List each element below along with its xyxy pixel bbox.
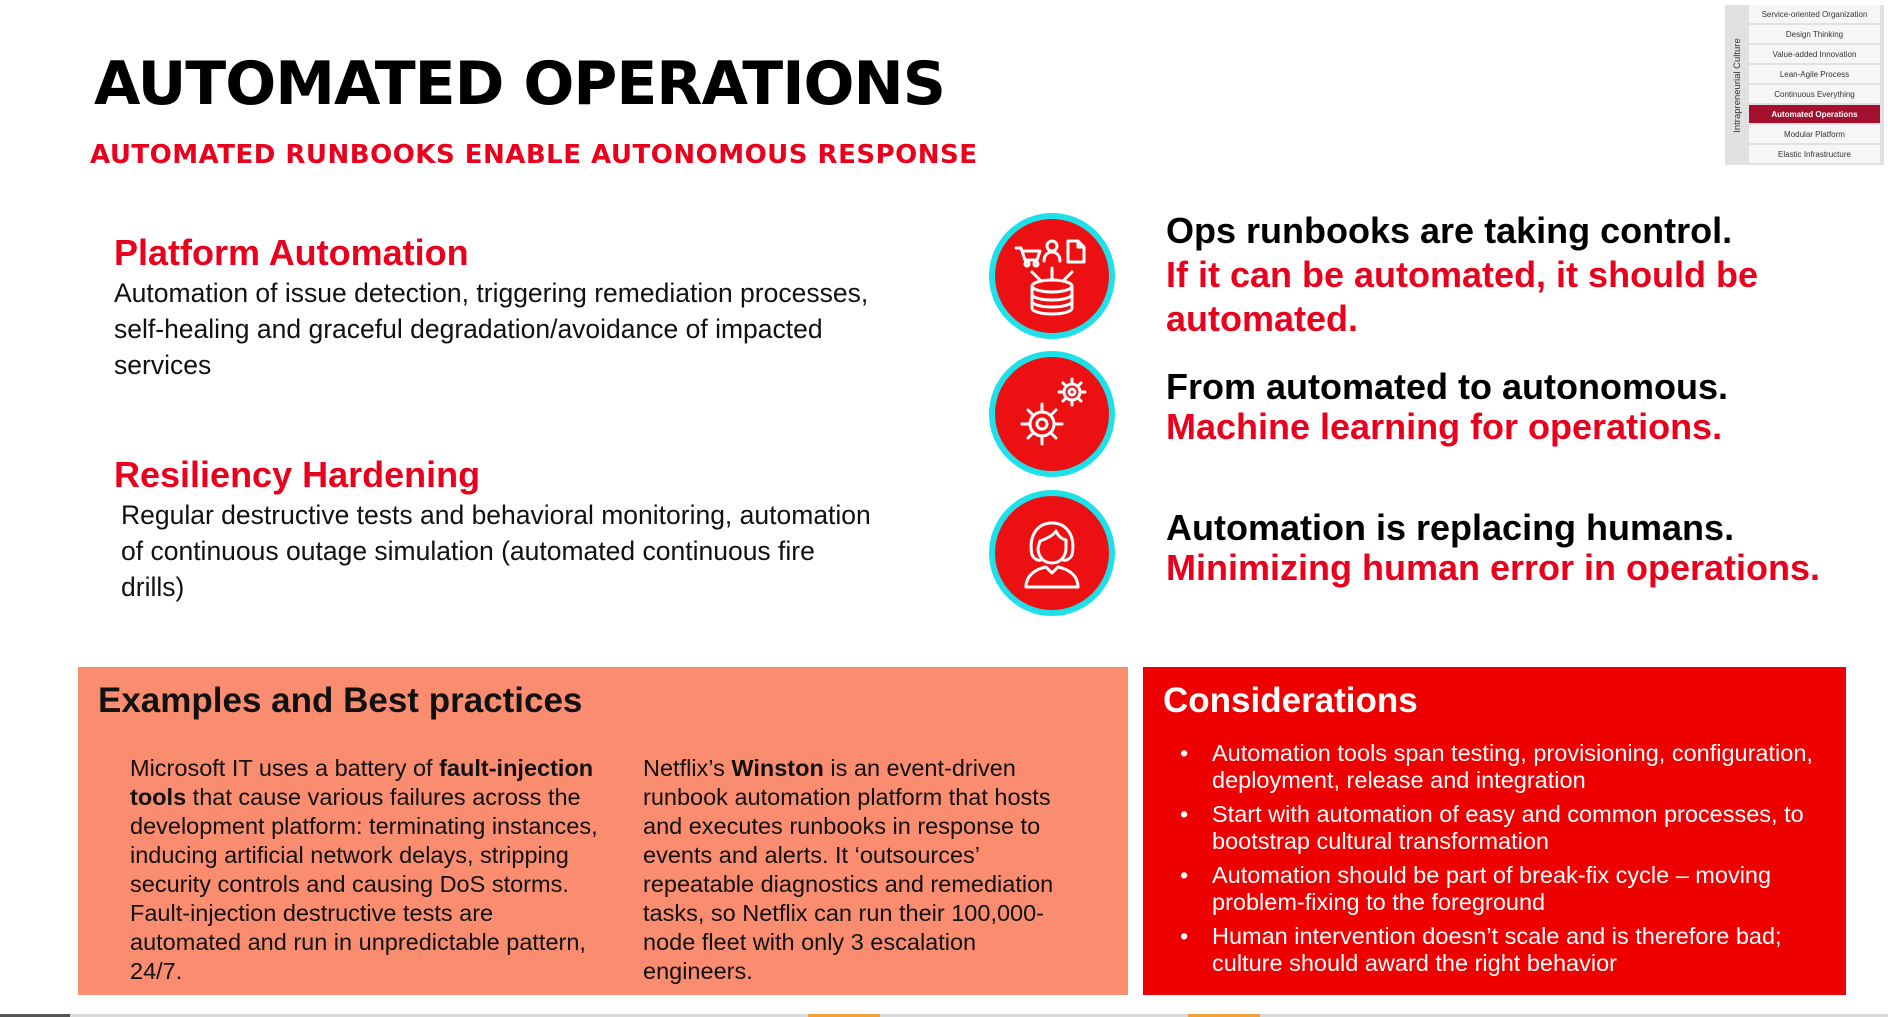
example-netflix-pre: Netflix’s	[643, 755, 732, 781]
page-subtitle: AUTOMATED RUNBOOKS ENABLE AUTONOMOUS RES…	[90, 140, 978, 170]
statement-humans: Automation is replacing humans. Minimizi…	[1166, 508, 1886, 588]
resiliency-hardening-heading: Resiliency Hardening	[114, 454, 481, 495]
mini-nav-item-continuous-everything[interactable]: Continuous Everything	[1749, 85, 1880, 103]
mini-nav-item-modular-platform[interactable]: Modular Platform	[1749, 125, 1880, 143]
mini-nav-item-service-oriented-organization[interactable]: Service-oriented Organization	[1749, 5, 1880, 23]
bottom-divider	[0, 1014, 1888, 1017]
mini-nav-item-value-added-innovation[interactable]: Value-added Innovation	[1749, 45, 1880, 63]
mini-nav-list: Service-oriented Organization Design Thi…	[1749, 5, 1880, 165]
list-item: Automation should be part of break-fix c…	[1178, 862, 1828, 916]
considerations-list: Automation tools span testing, provision…	[1178, 740, 1828, 984]
resiliency-hardening-text: Regular destructive tests and behavioral…	[121, 500, 871, 602]
example-microsoft-post: that cause various failures across the d…	[130, 784, 598, 984]
platform-automation-text: Automation of issue detection, triggerin…	[114, 278, 869, 380]
statement-humans-headline: Automation is replacing humans.	[1166, 507, 1735, 548]
statement-autonomous-subline: Machine learning for operations.	[1166, 406, 1723, 447]
statement-autonomous: From automated to autonomous. Machine le…	[1166, 367, 1866, 447]
example-microsoft: Microsoft IT uses a battery of fault-inj…	[130, 754, 600, 986]
bottom-divider-segment	[1188, 1014, 1260, 1017]
mini-nav-category: Intrapreneurial Culture	[1725, 5, 1749, 165]
mini-nav-item-elastic-infrastructure[interactable]: Elastic Infrastructure	[1749, 145, 1880, 163]
list-item: Automation tools span testing, provision…	[1178, 740, 1828, 794]
example-netflix: Netflix’s Winston is an event-driven run…	[643, 754, 1088, 986]
mini-nav-item-design-thinking[interactable]: Design Thinking	[1749, 25, 1880, 43]
page-title: AUTOMATED OPERATIONS	[94, 49, 946, 119]
statement-runbooks-headline: Ops runbooks are taking control.	[1166, 210, 1733, 251]
mini-nav-item-automated-operations[interactable]: Automated Operations	[1749, 105, 1880, 123]
example-netflix-post: is an event-driven runbook automation pl…	[643, 755, 1054, 984]
platform-automation-heading: Platform Automation	[114, 232, 469, 273]
bottom-divider-segment	[808, 1014, 880, 1017]
statement-autonomous-headline: From automated to autonomous.	[1166, 366, 1728, 407]
example-microsoft-pre: Microsoft IT uses a battery of	[130, 755, 440, 781]
data-automation-icon	[989, 213, 1115, 339]
list-item: Human intervention doesn’t scale and is …	[1178, 923, 1828, 977]
examples-title: Examples and Best practices	[98, 681, 583, 720]
mini-nav-item-lean-agile-process[interactable]: Lean-Agile Process	[1749, 65, 1880, 83]
list-item: Start with automation of easy and common…	[1178, 801, 1828, 855]
example-netflix-bold: Winston	[731, 755, 824, 781]
examples-panel	[78, 667, 1128, 995]
considerations-title: Considerations	[1163, 681, 1418, 720]
example-microsoft-bold: fault-injection tools	[130, 755, 594, 810]
mini-nav-category-label: Intrapreneurial Culture	[1731, 37, 1743, 133]
statement-humans-subline: Minimizing human error in operations.	[1166, 547, 1821, 588]
statement-runbooks: Ops runbooks are taking control. If it c…	[1166, 209, 1846, 341]
bottom-divider-segment	[0, 1014, 70, 1017]
statement-runbooks-subline: If it can be automated, it should be aut…	[1166, 254, 1759, 339]
gears-icon	[989, 351, 1115, 477]
person-icon	[989, 490, 1115, 616]
